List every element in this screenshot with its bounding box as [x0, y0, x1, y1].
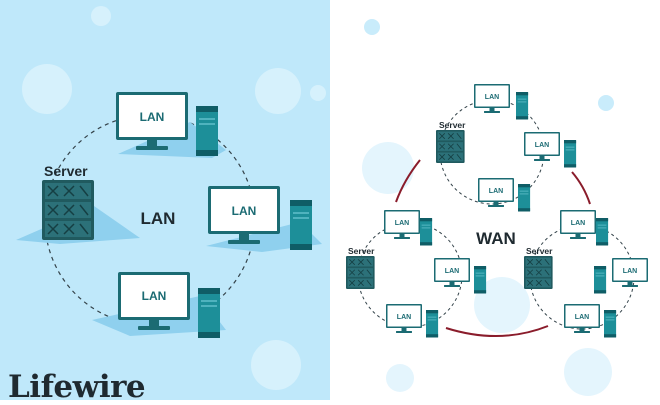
lan-monitor-label: LAN	[232, 204, 257, 218]
lan-center-label: LAN	[141, 209, 176, 228]
wan-monitor-label: LAN	[445, 268, 459, 275]
wan-center-label: WAN	[476, 229, 516, 248]
server-rack-icon	[41, 179, 95, 241]
lan-workstation-right: LAN	[206, 186, 322, 252]
tower-icon	[564, 140, 577, 168]
tower-icon	[290, 200, 312, 250]
lan-server-label: Server	[44, 163, 88, 179]
wan-monitor-label: LAN	[485, 94, 499, 101]
tower-icon	[596, 218, 609, 246]
tower-icon	[516, 92, 529, 120]
tower-icon	[420, 218, 433, 246]
wan-cluster-left: LAN LAN LAN Server	[345, 210, 487, 338]
lan-panel: LAN LAN LAN Server LAN	[0, 0, 330, 400]
tower-icon	[426, 310, 439, 338]
tower-icon	[594, 266, 607, 294]
lan-monitor-label: LAN	[140, 110, 165, 124]
tower-icon	[196, 106, 218, 156]
wan-server-label: Server	[348, 246, 375, 256]
wan-cluster-right: LAN LAN LAN Server	[523, 210, 648, 338]
wan-server-label: Server	[439, 120, 466, 130]
tower-icon	[474, 266, 487, 294]
decorative-bubbles	[362, 19, 614, 396]
server-rack-icon	[435, 129, 466, 164]
wan-monitor-label: LAN	[623, 268, 637, 275]
tower-icon	[604, 310, 617, 338]
wan-monitor-label: LAN	[575, 314, 589, 321]
wan-monitor-label: LAN	[535, 142, 549, 149]
lan-workstation-top: LAN	[116, 92, 226, 158]
wan-links	[395, 159, 591, 338]
tower-icon	[198, 288, 220, 338]
wan-monitor-label: LAN	[571, 220, 585, 227]
wan-monitor-label: LAN	[397, 314, 411, 321]
wan-monitor-label: LAN	[489, 188, 503, 195]
lan-workstation-bottom: LAN	[92, 272, 226, 338]
lan-server: Server	[16, 163, 140, 244]
lifewire-logo: Lifewire	[8, 369, 146, 405]
wan-monitor-label: LAN	[395, 220, 409, 227]
lan-monitor-label: LAN	[142, 289, 167, 303]
server-rack-icon	[345, 255, 376, 290]
wan-cluster-top: LAN LAN LAN Server	[435, 84, 577, 212]
tower-icon	[518, 184, 531, 212]
server-rack-icon	[523, 255, 554, 290]
wan-server-label: Server	[526, 246, 553, 256]
wan-panel: LAN LAN LAN Server LAN LAN LAN Server	[330, 0, 660, 400]
